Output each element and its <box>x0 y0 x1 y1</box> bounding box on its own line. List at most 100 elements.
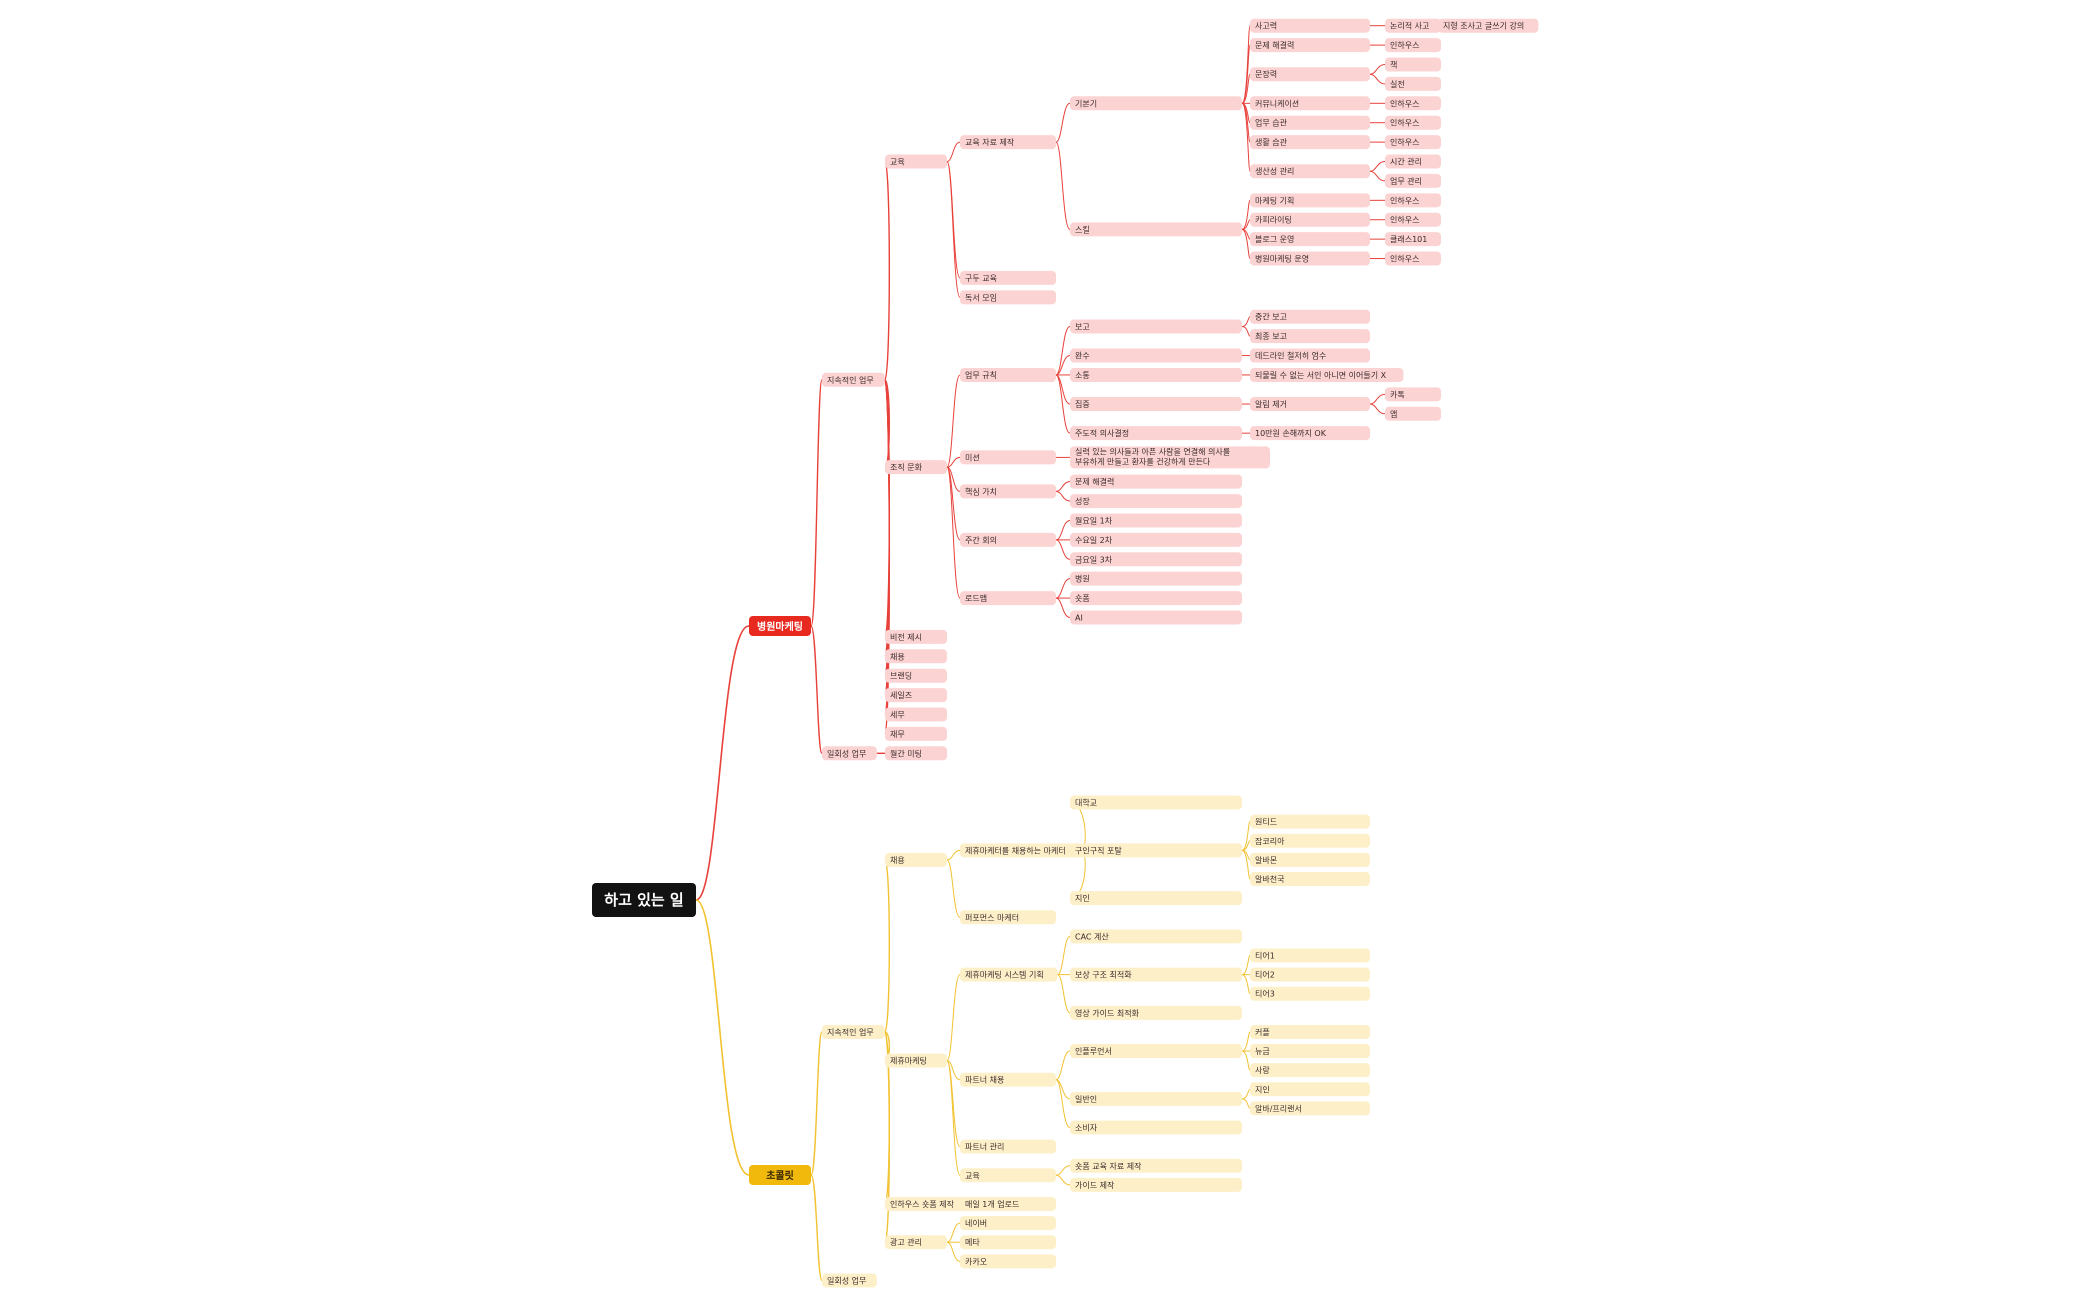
mind-node[interactable]: 생산성 관리 <box>1250 164 1370 179</box>
root-node[interactable]: 하고 있는 일 <box>592 883 696 917</box>
mind-node[interactable]: 교육 <box>885 154 947 169</box>
mind-node[interactable]: 데드라인 철저히 엄수 <box>1250 348 1370 363</box>
mind-node[interactable]: 뉴금 <box>1250 1044 1370 1059</box>
mind-node[interactable]: 제휴마케팅 시스템 기획 <box>960 967 1058 982</box>
mind-node[interactable]: 병원 <box>1070 571 1242 586</box>
mind-node[interactable]: 지인 <box>1070 891 1242 906</box>
mind-node[interactable]: 교육 <box>960 1168 1056 1183</box>
mind-node[interactable]: 티어1 <box>1250 948 1370 963</box>
mind-node[interactable]: 인하우스 <box>1385 115 1441 130</box>
mind-node[interactable]: 업무 관리 <box>1385 173 1441 188</box>
mind-node[interactable]: 업무 규칙 <box>960 367 1056 382</box>
mind-node[interactable]: 네이버 <box>960 1216 1056 1231</box>
mind-node[interactable]: 영상 가이드 최적화 <box>1070 1005 1242 1020</box>
mind-node[interactable]: CAC 계산 <box>1070 929 1242 944</box>
mind-node[interactable]: 알바천국 <box>1250 872 1370 887</box>
mind-node[interactable]: 일회성 업무 <box>822 1273 877 1288</box>
mind-node[interactable]: 논리적 사고 <box>1385 18 1441 33</box>
mind-node[interactable]: 구두 교육 <box>960 270 1056 285</box>
mind-node[interactable]: 숏폼 교육 자료 제작 <box>1070 1158 1242 1173</box>
mind-node[interactable]: 커뮤니케이션 <box>1250 96 1370 111</box>
mind-node[interactable]: 티어2 <box>1250 967 1370 982</box>
mind-node[interactable]: 채용 <box>885 649 947 664</box>
mind-node[interactable]: 되물릴 수 없는 서인 아니면 이어들기 X <box>1250 367 1404 382</box>
mind-node[interactable]: 보상 구조 최적화 <box>1070 967 1242 982</box>
mind-node[interactable]: 인하우스 <box>1385 96 1441 111</box>
mind-node[interactable]: 블로그 운영 <box>1250 232 1370 247</box>
mind-node[interactable]: 퍼포먼스 마케터 <box>960 910 1056 925</box>
mind-node[interactable]: 클래스101 <box>1385 232 1441 247</box>
mind-node[interactable]: 스킬 <box>1070 222 1242 237</box>
mind-node[interactable]: 업무 습관 <box>1250 115 1370 130</box>
mind-node[interactable]: 집중 <box>1070 397 1242 412</box>
mind-node[interactable]: 미션 <box>960 450 1056 465</box>
mind-node[interactable]: 채용 <box>885 852 947 867</box>
mind-node[interactable]: 금요일 3차 <box>1070 552 1242 567</box>
mind-node[interactable]: 앱 <box>1385 406 1441 421</box>
mind-node[interactable]: 일회성 업무 <box>822 746 877 761</box>
mind-node[interactable]: 최종 보고 <box>1250 329 1370 344</box>
mind-node[interactable]: 비전 제시 <box>885 629 947 644</box>
mind-node[interactable]: 문제 해결력 <box>1070 474 1242 489</box>
mind-node[interactable]: AI <box>1070 610 1242 625</box>
mind-node[interactable]: 지속적인 업무 <box>822 372 885 387</box>
branch-node[interactable]: 병원마케팅 <box>749 616 811 636</box>
mind-node[interactable]: 완수 <box>1070 348 1242 363</box>
mind-node[interactable]: 알바몬 <box>1250 852 1370 867</box>
mind-node[interactable]: 인플루언서 <box>1070 1044 1242 1059</box>
mind-node[interactable]: 인하우스 <box>1385 212 1441 227</box>
mind-node[interactable]: 메타 <box>960 1235 1056 1250</box>
mind-node[interactable]: 인하우스 <box>1385 38 1441 53</box>
mind-node[interactable]: 파트너 채용 <box>960 1072 1056 1087</box>
mind-node[interactable]: 교육 자료 제작 <box>960 135 1056 150</box>
mind-node[interactable]: 실전 <box>1385 76 1441 91</box>
mind-node[interactable]: 주도적 의사결정 <box>1070 426 1242 441</box>
mind-node[interactable]: 카톡 <box>1385 387 1441 402</box>
mind-node[interactable]: 매일 1개 업로드 <box>960 1196 1056 1211</box>
branch-node[interactable]: 초콜릿 <box>749 1165 811 1185</box>
mind-node[interactable]: 구인구직 포탈 <box>1070 843 1242 858</box>
mind-node[interactable]: 일반인 <box>1070 1091 1242 1106</box>
mind-node[interactable]: 책 <box>1385 57 1441 72</box>
mind-node[interactable]: 핵심 가치 <box>960 484 1056 499</box>
mind-node[interactable]: 세일즈 <box>885 688 947 703</box>
mind-node[interactable]: 카피라이팅 <box>1250 212 1370 227</box>
mind-node[interactable]: 소통 <box>1070 367 1242 382</box>
mind-node[interactable]: 티어3 <box>1250 986 1370 1001</box>
mind-node[interactable]: 알림 제거 <box>1250 397 1370 412</box>
mind-node[interactable]: 커플 <box>1250 1024 1370 1039</box>
mind-node[interactable]: 지형 조사고 글쓰기 강의 <box>1438 18 1539 33</box>
mind-node[interactable]: 인하우스 <box>1385 251 1441 266</box>
mind-node[interactable]: 숏폼 <box>1070 591 1242 606</box>
mind-node[interactable]: 생활 습관 <box>1250 135 1370 150</box>
mind-node[interactable]: 성장 <box>1070 494 1242 509</box>
mind-node[interactable]: 마케팅 기획 <box>1250 193 1370 208</box>
mind-node[interactable]: 카카오 <box>960 1254 1056 1269</box>
mind-node[interactable]: 10만원 손해까지 OK <box>1250 426 1370 441</box>
mind-node[interactable]: 사랑 <box>1250 1063 1370 1078</box>
mind-node[interactable]: 병원마케팅 운영 <box>1250 251 1370 266</box>
mind-node[interactable]: 인하우스 <box>1385 135 1441 150</box>
mind-node[interactable]: 기본기 <box>1070 96 1242 111</box>
mind-node[interactable]: 가이드 제작 <box>1070 1177 1242 1192</box>
mind-node[interactable]: 제휴마케터를 채용하는 마케터 <box>960 843 1082 858</box>
mind-node[interactable]: 소비자 <box>1070 1120 1242 1135</box>
mind-node[interactable]: 문제 해결력 <box>1250 38 1370 53</box>
mind-node[interactable]: 세무 <box>885 707 947 722</box>
mind-node[interactable]: 문장력 <box>1250 67 1370 82</box>
mind-node[interactable]: 수요일 2차 <box>1070 532 1242 547</box>
mind-node[interactable]: 월요일 1차 <box>1070 513 1242 528</box>
mind-node[interactable]: 제휴마케팅 <box>885 1053 947 1068</box>
mind-node[interactable]: 알바/프리랜서 <box>1250 1101 1370 1116</box>
mind-node[interactable]: 잡코리아 <box>1250 833 1370 848</box>
mind-node[interactable]: 시간 관리 <box>1385 154 1441 169</box>
mind-node[interactable]: 중간 보고 <box>1250 309 1370 324</box>
mind-node[interactable]: 주간 회의 <box>960 532 1056 547</box>
mind-node[interactable]: 로드맵 <box>960 591 1056 606</box>
mind-node[interactable]: 원티드 <box>1250 814 1370 829</box>
mind-node[interactable]: 광고 관리 <box>885 1235 947 1250</box>
mind-node[interactable]: 보고 <box>1070 319 1242 334</box>
mind-node[interactable]: 월간 미팅 <box>885 746 947 761</box>
mind-node[interactable]: 지속적인 업무 <box>822 1024 885 1039</box>
mind-node[interactable]: 대학교 <box>1070 795 1242 810</box>
